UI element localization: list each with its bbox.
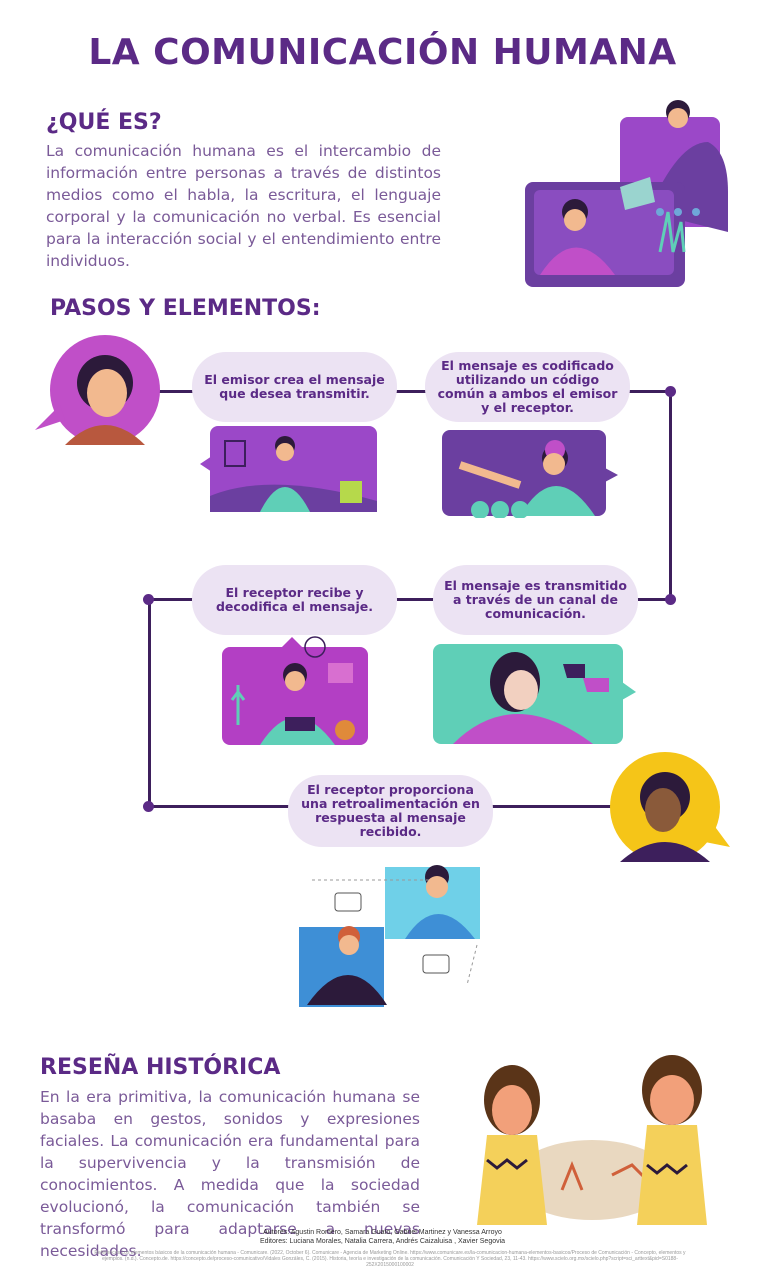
step-2-illustration [442, 430, 618, 518]
step-3-bubble: El mensaje es transmitido a través de un… [433, 565, 638, 635]
step-2-bubble: El mensaje es codificado utilizando un c… [425, 352, 630, 422]
step-4-bubble: El receptor recibe y decodifica el mensa… [192, 565, 397, 635]
flow-line-row2 [148, 598, 670, 601]
step-1-illustration [200, 426, 377, 512]
flow-dot [143, 594, 154, 605]
history-text: En la era primitiva, la comunicación hum… [40, 1088, 420, 1260]
history-heading: RESEÑA HISTÓRICA [40, 1055, 281, 1080]
step-1-bubble: El emisor crea el mensaje que desea tran… [192, 352, 397, 422]
steps-heading: PASOS Y ELEMENTOS: [50, 296, 321, 321]
receiver-avatar [610, 752, 730, 862]
editors-line: Editores: Luciana Morales, Natalia Carre… [259, 1238, 506, 1245]
sender-avatar [35, 335, 160, 445]
cavemen-illustration [477, 1055, 707, 1225]
flow-line-right [669, 391, 672, 601]
what-heading: ¿QUÉ ES? [46, 110, 162, 135]
video-call-illustration [525, 100, 728, 287]
step-5-bubble: El receptor proporciona una retroaliment… [288, 775, 493, 847]
flow-dot [665, 386, 676, 397]
flow-line-row1 [150, 390, 670, 393]
references: References Los elementos básicos de la c… [94, 1250, 686, 1268]
flow-dot [143, 801, 154, 812]
step-3-illustration [433, 644, 636, 744]
authors-line: Autores: Agustin Romero, Samara Guato, G… [263, 1229, 502, 1236]
credits: Autores: Agustin Romero, Samara Guato, G… [0, 1228, 765, 1246]
page-title: LA COMUNICACIÓN HUMANA [88, 32, 677, 73]
what-text: La comunicación humana es el intercambio… [46, 142, 441, 270]
step-5-illustration [299, 865, 480, 1007]
flow-dot [665, 594, 676, 605]
step-4-illustration [222, 636, 368, 745]
flow-line-left [148, 599, 151, 807]
